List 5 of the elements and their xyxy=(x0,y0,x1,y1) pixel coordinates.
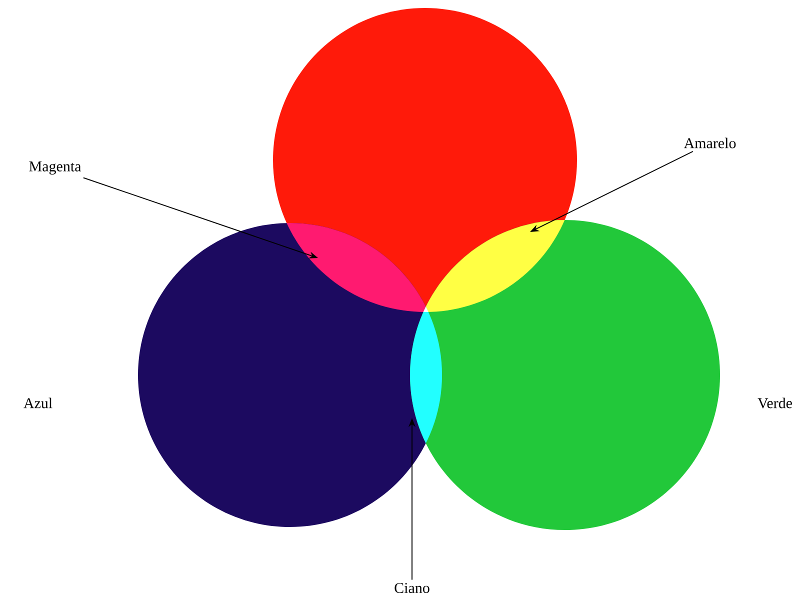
color-label: Verde xyxy=(758,398,792,408)
color-label: Azul xyxy=(24,398,52,408)
color-label: Amarelo xyxy=(684,138,736,148)
color-label: Magenta xyxy=(29,161,82,175)
color-label: Ciano xyxy=(394,582,430,594)
